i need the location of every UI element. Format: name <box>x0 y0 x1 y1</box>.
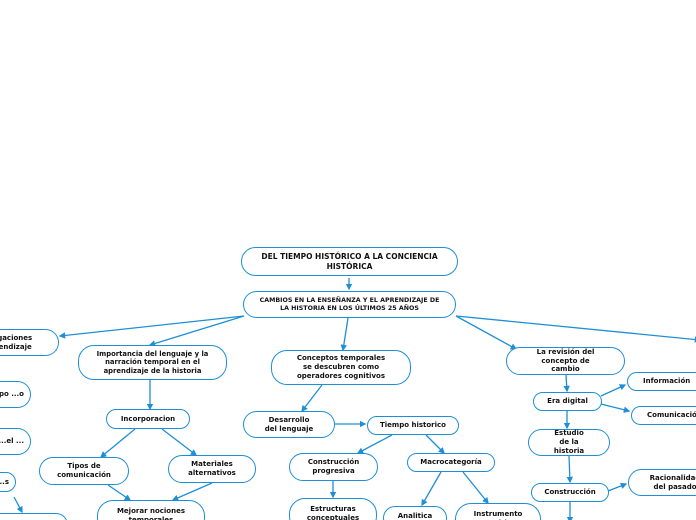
node-desarrollo[interactable]: Desarrollo del lenguaje <box>243 411 335 438</box>
node-left-po-label: ...po ...o <box>0 390 24 399</box>
node-incorporacion-label: Incorporacion <box>120 414 176 423</box>
node-cambios-label: CAMBIOS EN LA ENSEÑANZA Y EL APRENDIZAJE… <box>259 296 440 312</box>
node-investigaciones[interactable]: ...igaciones ...rendizaje <box>0 329 59 356</box>
node-analitica[interactable]: Analitica <box>383 506 447 520</box>
node-left-po[interactable]: ...po ...o <box>0 381 31 408</box>
node-cambios[interactable]: CAMBIOS EN LA ENSEÑANZA Y EL APRENDIZAJE… <box>243 291 456 318</box>
node-tiempo-label: Tiempo historico <box>380 421 446 430</box>
node-left-s[interactable]: ...s <box>0 472 16 492</box>
node-incorporacion[interactable]: Incorporacion <box>106 409 190 429</box>
node-revision[interactable]: La revisión del concepto de cambio <box>506 347 625 375</box>
connector-19 <box>600 384 627 397</box>
node-era-digital[interactable]: Era digital <box>533 392 602 411</box>
node-revision-label: La revisión del concepto de cambio <box>536 347 595 374</box>
node-tiempo[interactable]: Tiempo historico <box>367 416 459 435</box>
node-macrocategoria-label: Macrocategoría <box>420 458 482 467</box>
node-importancia[interactable]: Importancia del lenguaje y la narración … <box>78 345 227 380</box>
connector-13 <box>356 434 393 454</box>
node-construccion-prog-label: Construcción progresiva <box>307 458 360 475</box>
node-construccion[interactable]: Construcción <box>531 483 609 502</box>
node-racionalidad[interactable]: Racionalidad del pasado <box>628 469 696 496</box>
node-informacion-label: Información <box>643 377 691 386</box>
node-era-digital-label: Era digital <box>547 397 588 406</box>
node-investigaciones-label: ...igaciones ...rendizaje <box>0 333 33 351</box>
node-analitica-label: Analitica <box>397 512 433 520</box>
node-estructuras[interactable]: Estructuras conceptuales <box>289 498 377 520</box>
connector-5 <box>455 315 696 343</box>
node-left-s-label: ...s <box>0 477 9 486</box>
connector-4 <box>455 315 518 350</box>
node-materiales[interactable]: Materiales alternativos <box>168 455 256 483</box>
node-comunicacion[interactable]: Comunicación <box>631 406 696 425</box>
connector-3 <box>340 317 349 352</box>
node-comunicacion-label: Comunicación <box>647 411 696 420</box>
node-informacion[interactable]: Información <box>627 372 696 391</box>
node-racionalidad-label: Racionalidad del pasado <box>649 473 696 491</box>
connector-9 <box>107 484 132 501</box>
node-construccion-label: Construcción <box>544 488 596 497</box>
node-importancia-label: Importancia del lenguaje y la narración … <box>96 349 209 375</box>
node-estudio-label: Estudio de la historia <box>553 429 585 455</box>
connector-23 <box>607 482 628 492</box>
node-left-el-label: ...el ... <box>0 437 24 446</box>
connector-16 <box>421 471 442 507</box>
connector-18 <box>563 374 570 393</box>
node-estructuras-label: Estructuras conceptuales <box>306 505 360 520</box>
connector-11 <box>301 384 323 413</box>
node-estudio[interactable]: Estudio de la historia <box>528 429 610 456</box>
node-root-label: DEL TIEMPO HISTÓRICO A LA CONCIENCIA HIS… <box>261 252 438 271</box>
node-desarrollo-label: Desarrollo del lenguaje <box>264 415 314 433</box>
node-instrumento[interactable]: Instrumento cognitivo <box>455 503 541 520</box>
connector-8 <box>161 428 198 456</box>
node-tipos[interactable]: Tipos de comunicación <box>39 457 129 485</box>
node-left-bottom[interactable] <box>0 513 68 520</box>
node-left-el[interactable]: ...el ... <box>0 428 31 455</box>
node-tipos-label: Tipos de comunicación <box>57 462 111 479</box>
connector-14 <box>425 434 445 454</box>
connector-20 <box>600 403 631 413</box>
connector-10 <box>171 482 213 501</box>
node-instrumento-label: Instrumento cognitivo <box>473 510 523 520</box>
connector-1 <box>58 315 245 339</box>
connector-17 <box>462 471 489 505</box>
node-mejorar[interactable]: Mejorar nociones temporales <box>97 500 205 520</box>
connector-24 <box>13 496 23 514</box>
node-mejorar-label: Mejorar nociones temporales <box>116 507 186 520</box>
node-macrocategoria[interactable]: Macrocategoría <box>407 453 495 472</box>
connector-2 <box>148 315 245 347</box>
node-materiales-label: Materiales alternativos <box>188 460 236 477</box>
node-construccion-prog[interactable]: Construcción progresiva <box>289 453 378 481</box>
connector-22 <box>566 455 574 484</box>
node-conceptos[interactable]: Conceptos temporales se descubren como o… <box>271 350 411 385</box>
connector-7 <box>99 428 136 458</box>
node-root[interactable]: DEL TIEMPO HISTÓRICO A LA CONCIENCIA HIS… <box>241 247 458 276</box>
node-conceptos-label: Conceptos temporales se descubren como o… <box>296 354 386 380</box>
